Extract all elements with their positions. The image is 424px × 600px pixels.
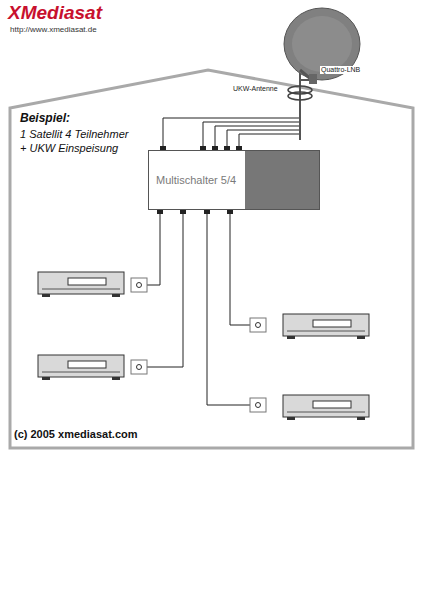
cable xyxy=(207,213,250,405)
device-name: Multischalter 5/4 xyxy=(156,174,236,186)
cable xyxy=(163,118,299,150)
antenna-label: UKW-Antenne xyxy=(232,85,279,93)
example-text: 1 Satellit 4 Teilnehmer xyxy=(20,128,128,141)
cable xyxy=(215,126,299,150)
wall-socket xyxy=(131,360,147,374)
lnb-label: Quattro-LNB xyxy=(320,66,361,74)
wall-socket xyxy=(250,318,266,332)
receiver xyxy=(283,314,369,339)
wall-socket xyxy=(250,398,266,412)
cable xyxy=(147,213,160,285)
wall-sockets xyxy=(131,278,266,412)
dish-inner xyxy=(292,16,352,72)
output-cables xyxy=(147,213,250,405)
cable xyxy=(239,134,299,150)
logo: XMediasat xyxy=(8,2,102,24)
multiswitch-box: Multischalter 5/4 xyxy=(148,150,320,210)
copyright: (c) 2005 xmediasat.com xyxy=(14,428,138,441)
cable xyxy=(227,130,299,150)
lnb-symbol xyxy=(309,74,317,84)
cable xyxy=(230,213,250,325)
cable xyxy=(203,122,299,150)
input-cables xyxy=(163,118,299,150)
receiver xyxy=(38,355,124,380)
receiver xyxy=(38,272,124,297)
receivers xyxy=(38,272,369,420)
example-heading: Beispiel: xyxy=(20,112,70,126)
example-text: + UKW Einspeisung xyxy=(20,142,118,155)
wall-socket xyxy=(131,278,147,292)
house-outline xyxy=(10,70,413,448)
receiver xyxy=(283,395,369,420)
url: http://www.xmediasat.de xyxy=(10,25,97,34)
device-panel xyxy=(245,151,319,209)
ukw-antenna-symbol xyxy=(288,92,312,100)
cable xyxy=(147,213,183,367)
